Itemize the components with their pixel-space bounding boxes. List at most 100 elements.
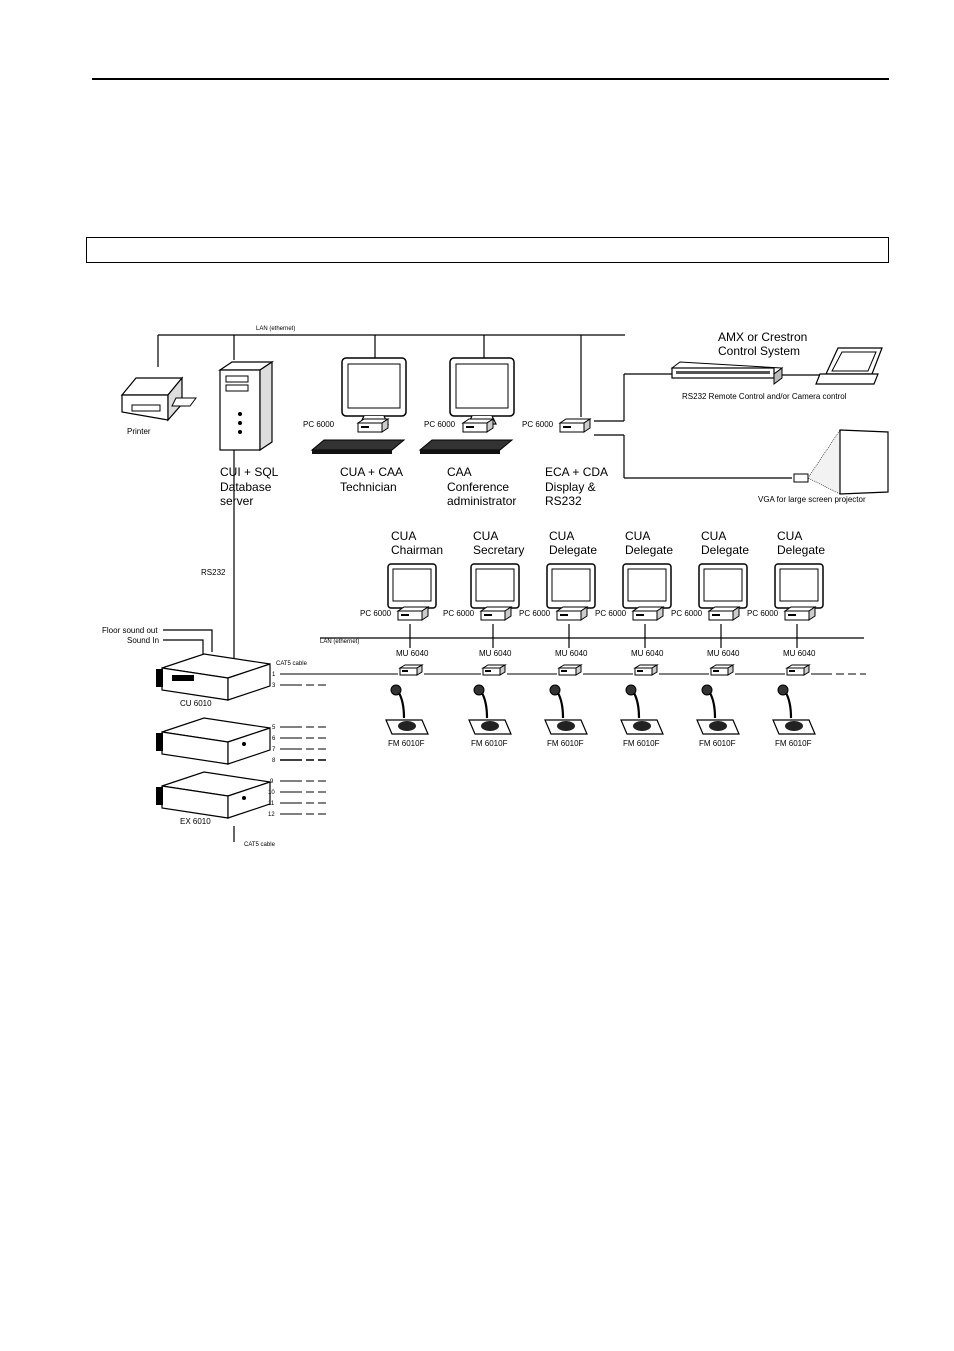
cat5-label-top: CAT5 cable: [276, 661, 308, 667]
pc-box-icon: [357, 418, 389, 433]
pc-box-icon: [397, 606, 429, 621]
ex1-port-6: 6: [272, 736, 276, 742]
delegate-role-line-1: CUA: [777, 529, 802, 543]
ex1-port-8: 8: [272, 758, 276, 764]
pc-box-icon: [784, 606, 816, 621]
pc-box-icon: [480, 606, 512, 621]
mu-label: MU 6040: [707, 649, 740, 658]
delegate-role-line-1: CUA: [625, 529, 650, 543]
pc-label: PC 6000: [360, 609, 392, 618]
printer-label: Printer: [127, 427, 151, 436]
fm-label: FM 6010F: [471, 739, 508, 748]
monitor-icon: [449, 357, 515, 425]
ex-6010-unit-icon: [156, 717, 271, 765]
eca-label-2: Display &: [545, 480, 596, 494]
mu-box-icon: [558, 664, 582, 676]
eca-label-3: RS232: [545, 494, 582, 508]
delegate-role-line-2: Delegate: [777, 543, 825, 557]
server-tower-icon: [218, 360, 274, 452]
mu-label: MU 6040: [479, 649, 512, 658]
technician-label-1: CUA + CAA: [340, 465, 403, 479]
amx-title-2: Control System: [718, 344, 800, 358]
ex-6010-unit-icon: [156, 771, 271, 819]
cu-port-1: 1: [272, 672, 276, 678]
control-unit-rack-icon: [670, 361, 784, 385]
vga-caption: VGA for large screen projector: [758, 495, 866, 504]
ex2-port-12: 12: [268, 812, 275, 818]
amx-title-1: AMX or Crestron: [718, 330, 807, 344]
section-heading-box: [86, 237, 889, 263]
delegate-role-line-2: Chairman: [391, 543, 443, 557]
rs232-caption: RS232 Remote Control and/or Camera contr…: [682, 392, 847, 401]
delegate-role-line-2: Delegate: [701, 543, 749, 557]
mu-box-icon: [399, 664, 423, 676]
delegate-role-line-2: Delegate: [625, 543, 673, 557]
ex2-port-11: 11: [268, 801, 275, 807]
mu-label: MU 6040: [555, 649, 588, 658]
delegate-role-line-2: Delegate: [549, 543, 597, 557]
mu-label: MU 6040: [631, 649, 664, 658]
lan-label-top: LAN (ethernet): [256, 326, 295, 332]
pc-label: PC 6000: [595, 609, 627, 618]
ex2-port-lines: [280, 780, 332, 815]
pc-label: PC 6000: [443, 609, 475, 618]
keyboard-icon: [419, 439, 513, 455]
server-label-2: Database: [220, 480, 272, 494]
sound-in-label: Sound In: [127, 636, 159, 645]
cu-6010-unit-icon: [156, 653, 271, 701]
admin-label-3: administrator: [447, 494, 516, 508]
cu-port-3: 3: [272, 683, 276, 689]
server-label-1: CUI + SQL: [220, 465, 279, 479]
pc-box-icon: [556, 606, 588, 621]
control-links: [594, 373, 824, 479]
pc-label-1: PC 6000: [303, 420, 335, 429]
ex-label: EX 6010: [180, 817, 211, 826]
delegate-role-line-1: CUA: [391, 529, 416, 543]
page-header-rule: [92, 78, 889, 80]
cu-label: CU 6010: [180, 699, 212, 708]
ex2-port-9: 9: [270, 779, 274, 785]
admin-label-1: CAA: [447, 465, 472, 479]
mu-box-icon: [710, 664, 734, 676]
mu-box-icon: [786, 664, 810, 676]
pc-box-icon: [632, 606, 664, 621]
fm-label: FM 6010F: [775, 739, 812, 748]
fm-label: FM 6010F: [547, 739, 584, 748]
pc-box-icon: [708, 606, 740, 621]
cat5-label-bottom: CAT5 cable: [244, 842, 276, 848]
fm-label: FM 6010F: [388, 739, 425, 748]
pc-box-icon: [559, 418, 591, 433]
ex2-port-10: 10: [268, 790, 275, 796]
delegate-role-line-1: CUA: [549, 529, 574, 543]
lan-label-lower: LAN (ethernet): [320, 639, 359, 645]
monitor-icon: [341, 357, 407, 425]
microphone-icon: [467, 683, 513, 736]
printer-icon: [120, 376, 197, 422]
ex1-port-lines: [280, 726, 332, 761]
floor-sound-out-label: Floor sound out: [102, 626, 158, 635]
technician-label-2: Technician: [340, 480, 397, 494]
delegate-role-line-1: CUA: [701, 529, 726, 543]
pc-label: PC 6000: [519, 609, 551, 618]
lan-top-bus: [157, 334, 625, 417]
mu-box-icon: [482, 664, 506, 676]
microphone-icon: [543, 683, 589, 736]
microphone-icon: [619, 683, 665, 736]
microphone-icon: [384, 683, 430, 736]
fm-label: FM 6010F: [623, 739, 660, 748]
server-label-3: server: [220, 494, 253, 508]
pc-label: PC 6000: [671, 609, 703, 618]
eca-label-1: ECA + CDA: [545, 465, 608, 479]
admin-label-2: Conference: [447, 480, 509, 494]
keyboard-icon: [311, 439, 405, 455]
fm-label: FM 6010F: [699, 739, 736, 748]
projector-screen-icon: [793, 429, 889, 495]
